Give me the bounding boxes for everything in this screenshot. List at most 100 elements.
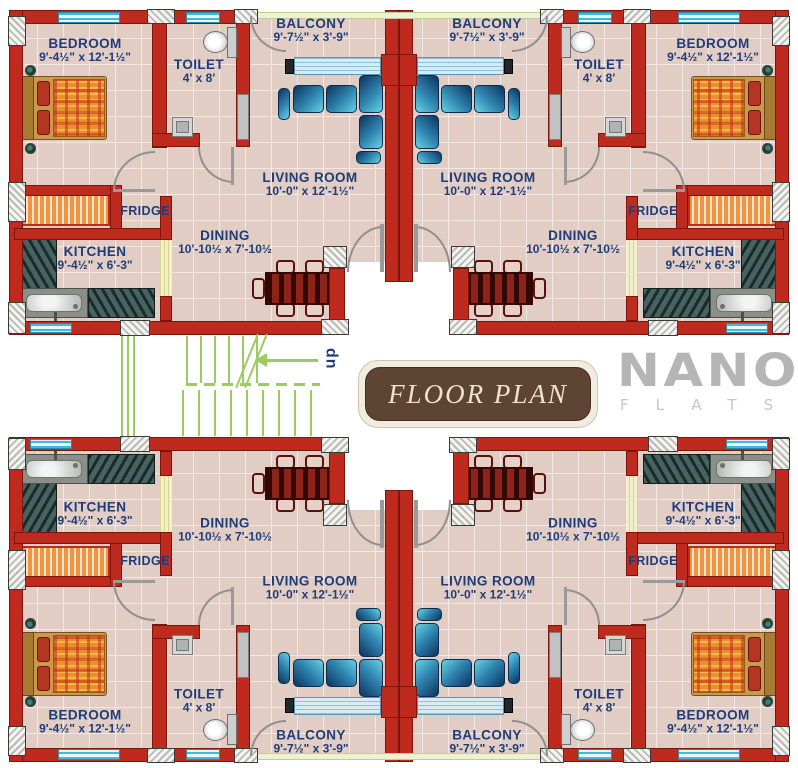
sofa-armrest <box>508 88 520 120</box>
bed-pillow <box>748 666 761 691</box>
bedroom-label: BEDROOM 9'-4½" x 12'-1½" <box>643 36 783 65</box>
kitchen-label: KITCHEN 9'-4½" x 6'-3" <box>33 499 157 528</box>
kitchen-counter-bottom <box>643 454 710 484</box>
unit-bottom-left: BEDROOM 9'-4½" x 12'-1½" TOILET 4' x 8' … <box>8 436 399 763</box>
toilet-dims: 4' x 8' <box>582 700 616 715</box>
kitchen-doorway <box>160 240 172 296</box>
toilet-label: TOILET 4' x 8' <box>561 57 637 86</box>
sofa-cushion <box>415 623 439 657</box>
sofa-corner <box>359 75 383 113</box>
balcony-sliding-window <box>417 697 504 715</box>
living-room-label: LIVING ROOM 10'-0" x 12'-1½" <box>413 573 563 602</box>
balcony-name: BALCONY <box>276 16 346 31</box>
living-room-dims: 10'-0" x 12'-1½" <box>265 184 355 199</box>
bedroom-door-leaf <box>113 580 155 583</box>
pillar <box>772 182 790 222</box>
kitchen-counter-bottom <box>643 288 710 318</box>
balcony-sliding-window <box>294 57 381 75</box>
entry-opening <box>413 436 453 510</box>
kitchen-dims: 9'-4½" x 6'-3" <box>57 513 133 528</box>
kitchen-counter-bottom <box>88 288 155 318</box>
entry-door-leaf <box>380 224 384 272</box>
balcony-label: BALCONY 9'-7½" x 3'-9" <box>255 16 367 45</box>
wardrobe <box>18 193 110 226</box>
bedroom-name: BEDROOM <box>676 707 750 723</box>
pillar <box>449 437 477 453</box>
sofa-end-cushion <box>356 608 381 621</box>
sofa-cushion <box>441 85 472 113</box>
sofa-cushion <box>415 115 439 149</box>
wall-kitchen-top <box>626 228 784 240</box>
balcony-rail-end <box>504 698 513 713</box>
kitchen-name: KITCHEN <box>671 499 735 515</box>
balcony-dims: 9'-7½" x 3'-9" <box>273 30 349 45</box>
wall-top <box>9 748 258 762</box>
sofa-cushion <box>359 623 383 657</box>
toilet-window <box>578 749 612 760</box>
bedroom-name: BEDROOM <box>48 707 122 723</box>
pillar <box>8 550 26 590</box>
balcony-slab-stub <box>399 686 417 718</box>
sofa-end-cushion <box>417 151 442 164</box>
dining-chair <box>252 278 265 299</box>
kitchen-window <box>726 439 768 449</box>
wall-lamp-icon <box>762 143 773 154</box>
balcony-slab-stub <box>399 54 417 86</box>
toilet-wc-icon <box>203 719 228 741</box>
pillar <box>8 302 26 334</box>
bed-headboard <box>22 76 34 140</box>
wall-lamp-icon <box>762 618 773 629</box>
dining-table <box>265 272 330 305</box>
living-room-label: LIVING ROOM 10'-0" x 12'-1½" <box>235 170 385 199</box>
fridge-name: FRIDGE <box>628 554 678 568</box>
wall-kitchen-side <box>160 296 172 321</box>
stairs-up-label: up <box>322 347 339 369</box>
living-room-name: LIVING ROOM <box>262 573 358 589</box>
toilet-dims: 4' x 8' <box>182 700 216 715</box>
entry-door-leaf <box>380 500 384 548</box>
dining-chair <box>474 498 493 512</box>
pillar <box>120 320 150 336</box>
balcony-name: BALCONY <box>276 727 346 743</box>
wall-central <box>385 10 399 282</box>
dining-chair <box>305 498 324 512</box>
bedroom-name: BEDROOM <box>676 36 750 51</box>
balcony-dims: 9'-7½" x 3'-9" <box>273 741 349 756</box>
stair-arrow-line <box>266 359 318 362</box>
fridge-label: FRIDGE <box>623 204 683 218</box>
dining-chair <box>503 498 522 512</box>
toilet-basin-icon <box>172 117 193 137</box>
toilet-wc-icon <box>203 31 228 53</box>
toilet-wc-tank-icon <box>227 714 237 745</box>
dining-chair <box>474 303 493 317</box>
balcony-dims: 9'-7½" x 3'-9" <box>449 30 525 45</box>
pillar <box>648 320 678 336</box>
balcony-rail-end <box>504 59 513 74</box>
balcony-label: BALCONY 9'-7½" x 3'-9" <box>431 727 543 756</box>
dining-name: DINING <box>548 515 598 531</box>
pillar <box>451 504 475 526</box>
toilet-window <box>578 12 612 23</box>
bed-mattress <box>53 635 105 693</box>
kitchen-name: KITCHEN <box>63 244 127 259</box>
bedroom-dims: 9'-4½" x 12'-1½" <box>667 721 759 736</box>
toilet-door-leaf <box>564 147 567 185</box>
balcony-parapet <box>250 12 399 19</box>
toilet-name: TOILET <box>573 686 625 702</box>
bedroom-label: BEDROOM 9'-4½" x 12'-1½" <box>15 707 155 736</box>
dining-dims: 10'-10½ x 7'-10½ <box>526 242 620 257</box>
pillar <box>449 319 477 335</box>
entry-opening <box>399 282 413 336</box>
dining-label: DINING 10'-10½ x 7'-10½ <box>517 515 629 544</box>
pillar <box>323 246 347 268</box>
entry-opening <box>385 282 399 336</box>
dining-dims: 10'-10½ x 7'-10½ <box>178 529 272 544</box>
wall-lamp-icon <box>25 696 36 707</box>
wall-central <box>385 490 399 762</box>
balcony-slab-stub <box>381 54 399 86</box>
bedroom-window <box>678 749 740 760</box>
bed-pillow <box>748 637 761 662</box>
kitchen-sink <box>20 451 88 484</box>
entry-door-leaf <box>414 224 418 272</box>
